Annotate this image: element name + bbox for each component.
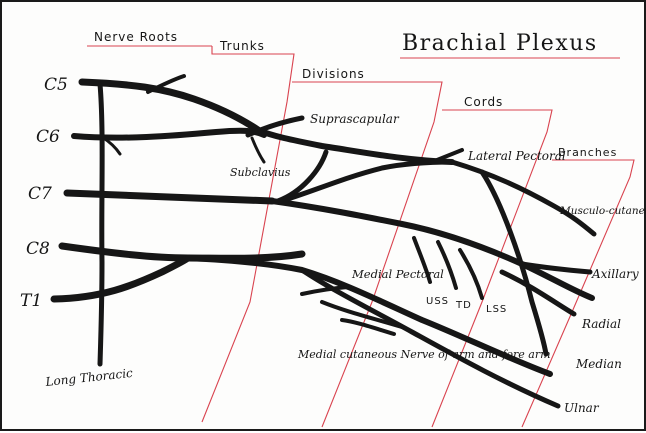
root-t1 bbox=[54, 258, 188, 299]
root-c7 bbox=[67, 193, 272, 201]
label-medial-pectoral: Medial Pectoral bbox=[351, 267, 444, 281]
medial-cord-to-ulnar bbox=[302, 270, 558, 406]
nerve-subclavius bbox=[252, 138, 264, 162]
nerve-lss bbox=[460, 250, 482, 298]
label-lateral-pectoral: Lateral Pectoral bbox=[467, 149, 566, 163]
lateral-cord bbox=[452, 162, 594, 234]
upper-trunk bbox=[258, 130, 452, 162]
header-branches: Branches bbox=[558, 146, 617, 159]
label-ulnar: Ulnar bbox=[564, 401, 600, 415]
root-c8 bbox=[62, 246, 302, 258]
header-divisions: Divisions bbox=[302, 67, 365, 81]
page-title: Brachial Plexus bbox=[402, 31, 598, 56]
guide-trunks bbox=[202, 46, 294, 422]
label-medial-cutaneous: Medial cutaneous Nerve of arm and fore a… bbox=[297, 348, 551, 361]
label-lss: LSS bbox=[486, 304, 507, 315]
label-c8: C8 bbox=[26, 239, 50, 259]
column-guides bbox=[87, 46, 634, 427]
nerve-td bbox=[438, 242, 456, 288]
label-c6: C6 bbox=[36, 127, 60, 147]
root-c5 bbox=[82, 82, 258, 130]
label-long-thoracic: Long Thoracic bbox=[44, 366, 134, 389]
label-t1: T1 bbox=[20, 291, 42, 311]
header-trunks: Trunks bbox=[219, 39, 265, 53]
label-axillary: Axillary bbox=[591, 267, 639, 281]
header-cords: Cords bbox=[464, 95, 503, 109]
label-c5: C5 bbox=[44, 75, 68, 95]
label-radial: Radial bbox=[581, 317, 621, 331]
header-nerve-roots: Nerve Roots bbox=[94, 30, 178, 44]
label-suprascapular: Suprascapular bbox=[310, 112, 400, 126]
label-median: Median bbox=[575, 357, 622, 371]
label-subclavius: Subclavius bbox=[230, 166, 291, 179]
label-uss: USS bbox=[426, 296, 449, 307]
nerve-radial bbox=[502, 272, 574, 314]
nerve-long-thoracic bbox=[100, 84, 102, 364]
label-musculocutaneous: Musculo-cutaneous bbox=[559, 205, 646, 217]
label-td: TD bbox=[455, 300, 472, 311]
label-c7: C7 bbox=[28, 184, 52, 204]
